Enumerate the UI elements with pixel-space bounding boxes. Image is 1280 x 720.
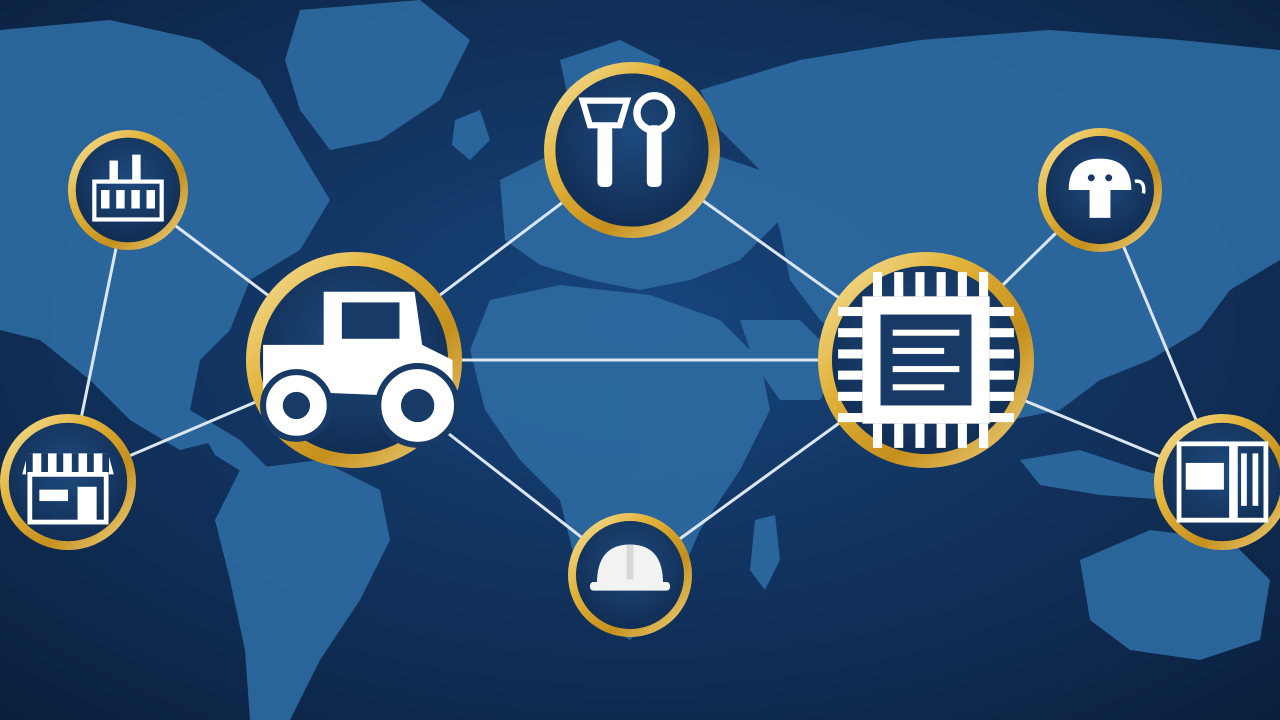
central-america-landmass	[190, 410, 270, 480]
node-shop	[0, 414, 136, 550]
microchip-icon	[838, 272, 1014, 448]
node-tractor	[246, 252, 462, 468]
madagascar-landmass	[750, 515, 780, 590]
storefront-icon	[22, 453, 114, 525]
australia-landmass	[1080, 530, 1270, 660]
node-tools	[544, 62, 720, 238]
network-nodes	[0, 62, 1280, 637]
appliance-icon	[1176, 441, 1269, 523]
tractor-icon	[260, 291, 461, 448]
node-factory	[68, 130, 188, 250]
node-appliance	[1154, 414, 1280, 550]
africa-landmass	[470, 285, 770, 640]
indonesia-landmass	[1020, 450, 1180, 500]
uk-landmass	[452, 110, 490, 160]
south-america-landmass	[215, 460, 390, 720]
node-robot	[1038, 128, 1162, 252]
tools-icon	[578, 91, 676, 188]
node-hardhat	[568, 513, 692, 637]
robot-arm-icon	[1068, 158, 1146, 218]
greenland-landmass	[285, 0, 470, 150]
hard-hat-icon	[589, 544, 671, 591]
node-chip	[818, 252, 1034, 468]
factory-icon	[92, 154, 164, 222]
japan-landmass	[1200, 180, 1240, 270]
